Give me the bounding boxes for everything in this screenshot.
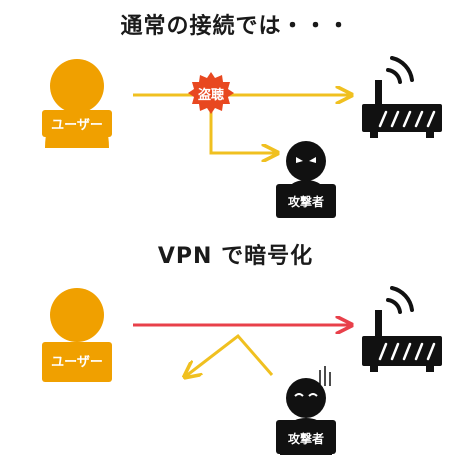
eavesdrop-branch-arrow (209, 110, 276, 153)
attacker-label-vpn: 攻撃者 (288, 431, 324, 446)
attacker-icon-vpn: 攻撃者 (276, 366, 336, 455)
user-label-normal: ユーザー (51, 118, 103, 133)
blocked-eavesdrop-arrow (186, 333, 274, 376)
router-icon-normal (362, 56, 442, 138)
eavesdrop-badge: 盗聴 (188, 72, 234, 114)
eavesdrop-label: 盗聴 (198, 87, 224, 103)
title-normal-connection: 通常の接続では・・・ (120, 14, 351, 39)
router-icon-vpn (362, 286, 442, 372)
attacker-label-normal: 攻撃者 (288, 194, 324, 209)
title-vpn-encryption: VPN で暗号化 (157, 244, 314, 269)
user-icon-vpn: ユーザー (42, 288, 112, 382)
user-label-vpn: ユーザー (51, 355, 103, 370)
attacker-icon-normal: 攻撃者 (276, 141, 336, 218)
user-icon-normal: ユーザー (42, 59, 112, 148)
